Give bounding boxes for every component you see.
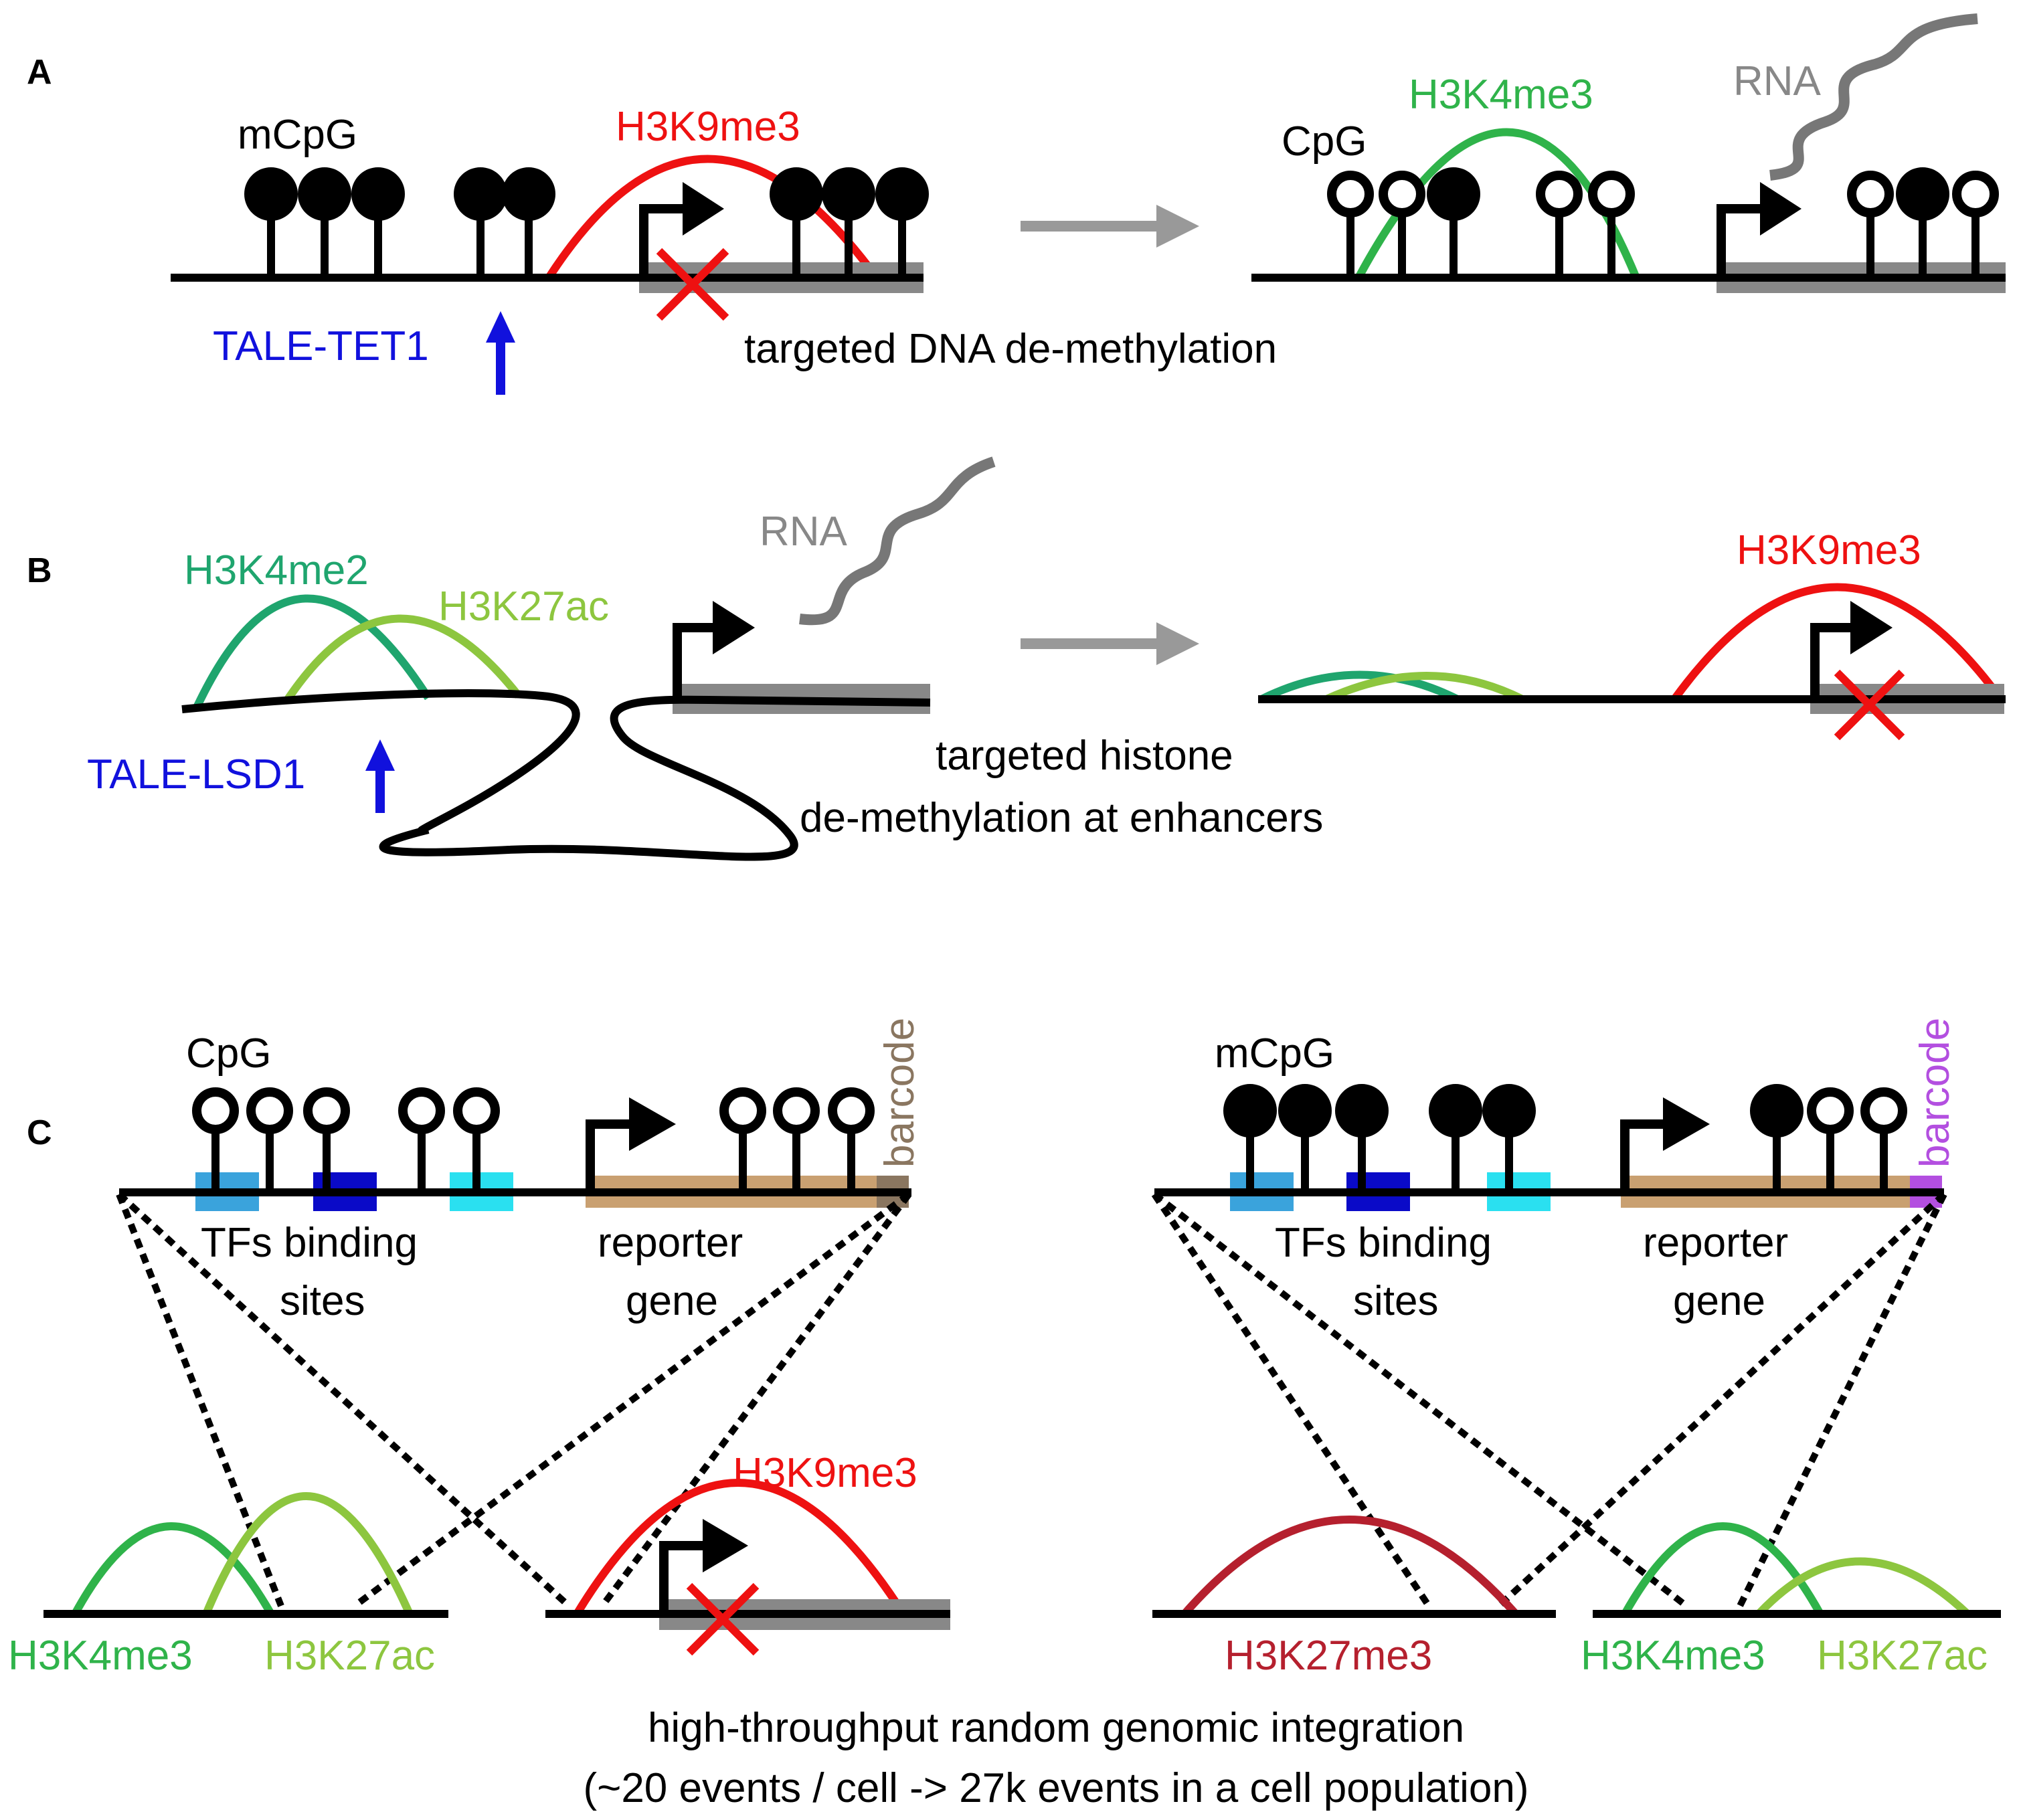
panel-a: A bbox=[27, 13, 2006, 395]
left-reporter-construct: CpG barcode TFs binding sites reporter g… bbox=[119, 1018, 923, 1324]
repression-x-icon bbox=[686, 1582, 760, 1656]
rna-label: RNA bbox=[1733, 58, 1822, 104]
panel-b: B H3K4me2 H3K27ac RNA TALE-LSD1 targeted… bbox=[27, 456, 2006, 861]
panel-c-caption-line1: high-throughput random genomic integrati… bbox=[648, 1705, 1464, 1751]
panel-b-caption-line2: de-methylation at enhancers bbox=[800, 795, 1323, 841]
promoter-arrow bbox=[639, 182, 724, 278]
panel-c-caption-line2: (~20 events / cell -> 27k events in a ce… bbox=[583, 1765, 1528, 1811]
reporter-label-line1: reporter bbox=[598, 1220, 743, 1266]
cpg-label: CpG bbox=[1282, 118, 1367, 165]
cpg-lollipops bbox=[192, 1087, 875, 1192]
genomic-site-3: H3K27me3 bbox=[1152, 1516, 1556, 1679]
h3k27ac-label: H3K27ac bbox=[264, 1633, 435, 1679]
panel-b-right-state: H3K9me3 bbox=[1258, 527, 2006, 741]
panel-c-letter: C bbox=[27, 1113, 52, 1152]
h3k27ac-arc bbox=[283, 614, 522, 704]
h3k4me2-arc bbox=[193, 594, 432, 708]
tfs-label-line1: TFs binding bbox=[201, 1220, 418, 1266]
panel-b-left-state: H3K4me2 H3K27ac RNA TALE-LSD1 targeted h… bbox=[87, 456, 1323, 861]
rna-squiggle bbox=[1769, 13, 1978, 181]
insertion-dashed-lines bbox=[116, 1191, 1947, 1609]
h3k4me3-label: H3K4me3 bbox=[8, 1633, 193, 1679]
h3k9me3-label: H3K9me3 bbox=[733, 1450, 917, 1496]
h3k27ac-arc bbox=[1755, 1557, 1971, 1617]
h3k4me3-arc bbox=[1621, 1522, 1824, 1616]
h3k27me3-label: H3K27me3 bbox=[1225, 1633, 1432, 1679]
blue-up-arrow bbox=[486, 311, 515, 395]
h3k9me3-arc bbox=[1671, 583, 2004, 702]
h3k4me2-arc bbox=[1259, 670, 1460, 703]
tfs-label-line2: sites bbox=[280, 1278, 365, 1324]
cpg-label: CpG bbox=[186, 1030, 271, 1077]
mcpg-label: mCpG bbox=[238, 112, 357, 158]
right-reporter-construct: mCpG barcode TFs binding sites reporter … bbox=[1154, 1018, 1958, 1324]
cpg-lollipops bbox=[1223, 1084, 1907, 1192]
h3k9me3-label: H3K9me3 bbox=[1737, 527, 1921, 573]
promoter-arrow bbox=[586, 1097, 676, 1192]
panel-b-letter: B bbox=[27, 551, 52, 590]
panel-a-letter: A bbox=[27, 53, 52, 92]
h3k4me3-label: H3K4me3 bbox=[1581, 1633, 1765, 1679]
h3k4me3-label: H3K4me3 bbox=[1409, 72, 1593, 118]
h3k27ac-label: H3K27ac bbox=[438, 583, 609, 630]
promoter-arrow bbox=[659, 1519, 748, 1614]
promoter-arrow bbox=[1810, 601, 1893, 699]
genomic-site-4: H3K4me3 H3K27ac bbox=[1581, 1522, 2001, 1679]
reporter-label-line1: reporter bbox=[1643, 1220, 1788, 1266]
promoter-arrow bbox=[1620, 1097, 1710, 1192]
panel-a-left-state: mCpG H3K9me3 TALE-TET1 targeted DNA de-m… bbox=[171, 104, 1277, 395]
h3k9me3-arc bbox=[545, 155, 880, 280]
promoter-arrow bbox=[673, 601, 755, 700]
barcode-label: barcode bbox=[877, 1018, 923, 1168]
barcode-label: barcode bbox=[1912, 1018, 1958, 1168]
tfs-label-line2: sites bbox=[1353, 1278, 1438, 1324]
genomic-site-1: H3K4me3 H3K27ac bbox=[8, 1492, 448, 1679]
promoter-arrow bbox=[1717, 182, 1802, 278]
h3k9me3-arc bbox=[573, 1479, 907, 1617]
h3k4me2-label: H3K4me2 bbox=[184, 547, 369, 594]
blue-up-arrow bbox=[365, 739, 395, 813]
h3k27me3-arc bbox=[1181, 1516, 1519, 1617]
repression-x-icon bbox=[656, 248, 729, 321]
rna-squiggle bbox=[799, 456, 996, 626]
genomic-site-2: H3K9me3 bbox=[545, 1450, 950, 1656]
tale-tet1-label: TALE-TET1 bbox=[213, 323, 429, 369]
panel-c: C CpG barcode bbox=[8, 1018, 2001, 1811]
h3k27ac-arc bbox=[202, 1492, 414, 1616]
panel-b-caption-line1: targeted histone bbox=[936, 733, 1233, 779]
methylated-cpg-group bbox=[244, 167, 929, 278]
h3k27ac-arc bbox=[1324, 672, 1524, 703]
mcpg-label: mCpG bbox=[1215, 1030, 1334, 1077]
reporter-label-line2: gene bbox=[626, 1278, 718, 1324]
h3k9me3-label: H3K9me3 bbox=[616, 104, 800, 150]
panel-a-caption: targeted DNA de-methylation bbox=[744, 326, 1277, 372]
tfs-label-line1: TFs binding bbox=[1275, 1220, 1492, 1266]
cpg-lollipops bbox=[1327, 167, 1999, 278]
repression-x-icon bbox=[1834, 669, 1905, 741]
reporter-label-line2: gene bbox=[1673, 1278, 1765, 1324]
rna-label: RNA bbox=[760, 509, 848, 555]
tale-lsd1-label: TALE-LSD1 bbox=[87, 751, 305, 798]
looped-dna bbox=[181, 689, 931, 861]
h3k27ac-label: H3K27ac bbox=[1817, 1633, 1988, 1679]
panel-a-right-state: CpG H3K4me3 RNA bbox=[1251, 13, 2006, 293]
h3k4me3-arc bbox=[71, 1522, 275, 1616]
